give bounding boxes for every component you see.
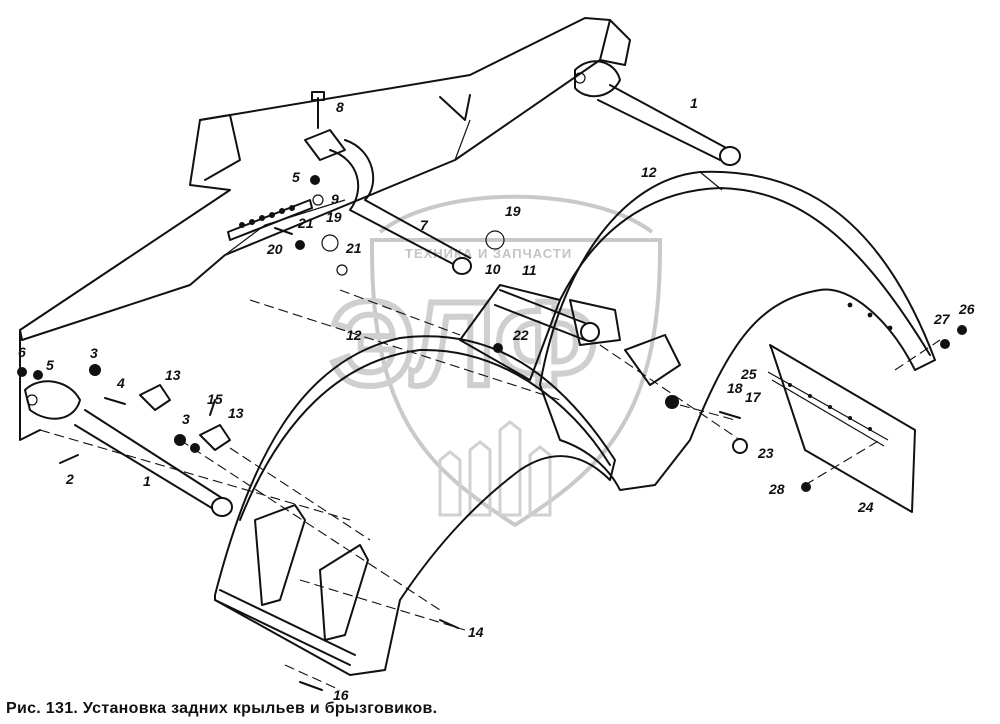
callout-5-frame: 5 <box>292 169 300 185</box>
bracket-7 <box>304 91 472 275</box>
callout-labels: 1 1 2 3 3 4 5 5 6 7 8 9 10 11 12 12 13 1… <box>18 95 975 700</box>
callout-21-right: 21 <box>345 240 362 256</box>
clamp-13 <box>139 384 231 451</box>
callout-12-right: 12 <box>641 164 657 180</box>
callout-19-left: 19 <box>326 209 342 225</box>
callout-9: 9 <box>331 191 339 207</box>
callout-4: 4 <box>116 375 125 391</box>
callout-13-upper: 13 <box>165 367 181 383</box>
watermark-arc-text: ТЕХНИКА И ЗАПЧАСТИ <box>405 246 572 261</box>
fender-12-right <box>539 170 936 491</box>
callout-3-lower: 3 <box>182 411 190 427</box>
callout-26: 26 <box>958 301 975 317</box>
callout-14: 14 <box>468 624 484 640</box>
callout-3-upper: 3 <box>90 345 98 361</box>
callout-1-upper: 1 <box>690 95 698 111</box>
callout-23: 23 <box>757 445 774 461</box>
callout-18: 18 <box>727 380 743 396</box>
callout-15: 15 <box>207 391 223 407</box>
callout-17: 17 <box>745 389 762 405</box>
callout-20: 20 <box>266 241 283 257</box>
callout-19-right: 19 <box>505 203 521 219</box>
callout-24: 24 <box>857 499 874 515</box>
callout-12-left: 12 <box>346 327 362 343</box>
callout-16: 16 <box>333 687 349 700</box>
callout-7: 7 <box>420 217 429 233</box>
callout-21-left: 21 <box>297 215 314 231</box>
watermark-logo-text: ЭЛФ <box>330 277 597 411</box>
tube-1-upper <box>574 60 741 166</box>
callout-13-lower: 13 <box>228 405 244 421</box>
exploded-view-diagram: ТЕХНИКА И ЗАПЧАСТИ ЭЛФ <box>17 17 975 700</box>
fender-12-left <box>214 335 616 676</box>
callout-10: 10 <box>485 261 501 277</box>
callout-11: 11 <box>522 262 537 278</box>
callout-8: 8 <box>336 99 344 115</box>
callout-1-lower: 1 <box>143 473 151 489</box>
tube-1-lower <box>24 380 233 517</box>
assembly-lines <box>39 289 941 691</box>
callout-25: 25 <box>740 366 757 382</box>
fender-brackets <box>254 504 369 641</box>
hardware <box>17 175 967 691</box>
callout-28: 28 <box>768 481 785 497</box>
figure-caption: Рис. 131. Установка задних крыльев и бры… <box>6 700 438 717</box>
callout-5-left: 5 <box>46 357 54 373</box>
watermark-shield: ТЕХНИКА И ЗАПЧАСТИ ЭЛФ <box>327 194 662 528</box>
mudguard-24 <box>767 344 916 513</box>
callout-27: 27 <box>933 311 951 327</box>
frame-beam <box>19 17 631 441</box>
callout-2: 2 <box>65 471 74 487</box>
callout-6: 6 <box>18 344 26 360</box>
callout-22: 22 <box>512 327 529 343</box>
